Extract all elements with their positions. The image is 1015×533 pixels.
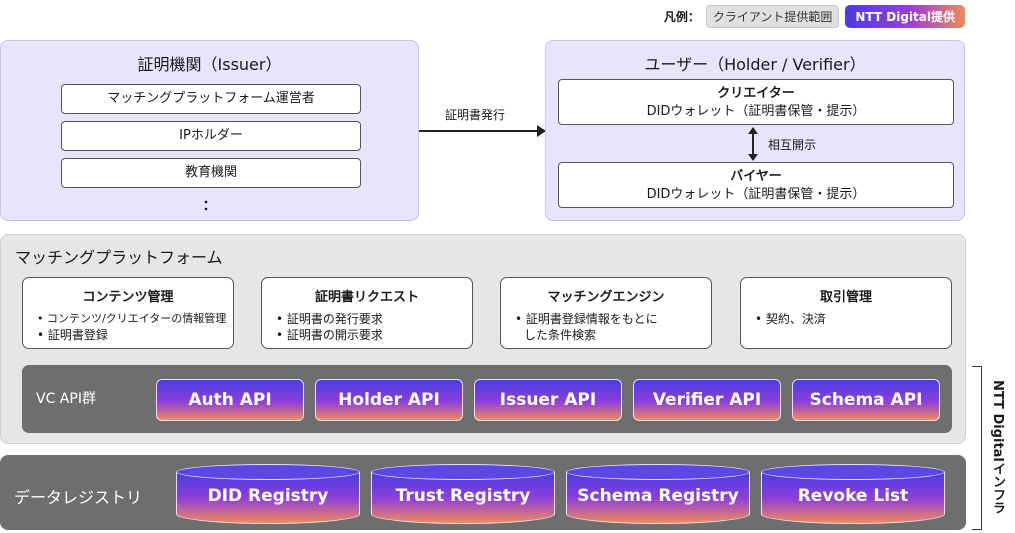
cylinder-top xyxy=(761,464,945,480)
feature-item: 証明書登録 xyxy=(37,327,233,343)
vc-api-label: VC API群 xyxy=(36,391,96,407)
issuer-item: マッチングプラットフォーム運営者 xyxy=(61,84,361,114)
platform-title: マッチングプラットフォーム xyxy=(15,248,223,267)
legend-ntt-provided: NTT Digital提供 xyxy=(845,5,965,28)
cylinder-top xyxy=(176,464,360,480)
cylinder-body xyxy=(566,472,750,524)
feature-content-management: コンテンツ管理 コンテンツ/クリエイターの情報管理 証明書登録 xyxy=(22,277,234,349)
issuer-ellipsis: ： xyxy=(202,198,217,214)
issuer-item: IPホルダー xyxy=(61,121,361,151)
feature-transaction-management: 取引管理 契約、決済 xyxy=(740,277,952,349)
registry-label: データレジストリ xyxy=(14,488,143,507)
feature-matching-engine: マッチングエンジン 証明書登録情報をもとに した条件検索 xyxy=(500,277,712,349)
user-panel: ユーザー（Holder / Verifier） クリエイター DIDウォレット（… xyxy=(545,40,965,221)
registry-name: Schema Registry xyxy=(577,486,739,506)
feature-item: 契約、決済 xyxy=(755,311,951,327)
feature-item: コンテンツ/クリエイターの情報管理 xyxy=(37,311,233,327)
creator-wallet: DIDウォレット（証明書保管・提示） xyxy=(646,104,866,119)
cylinder-body xyxy=(761,472,945,524)
feature-item: 証明書の開示要求 xyxy=(276,327,472,343)
buyer-wallet: DIDウォレット（証明書保管・提示） xyxy=(646,187,866,202)
buyer-title: バイヤー xyxy=(730,169,782,184)
registry-name: Trust Registry xyxy=(395,486,531,506)
creator-box: クリエイター DIDウォレット（証明書保管・提示） xyxy=(558,79,954,125)
feature-title: 証明書リクエスト xyxy=(314,290,419,305)
issuer-panel: 証明機関（Issuer） マッチングプラットフォーム運営者 IPホルダー 教育機… xyxy=(0,40,419,221)
feature-item: した条件検索 xyxy=(524,328,597,342)
api-schema: Schema API xyxy=(792,379,940,421)
mutual-disclosure-arrow xyxy=(748,127,758,161)
feature-item: 証明書登録情報をもとに xyxy=(515,311,711,327)
infra-bracket xyxy=(972,366,982,530)
user-title: ユーザー（Holder / Verifier） xyxy=(644,55,866,74)
infra-label: NTT Digitalインフラ xyxy=(990,380,1005,514)
api-auth: Auth API xyxy=(156,379,304,421)
mutual-disclosure-label: 相互開示 xyxy=(768,138,817,152)
feature-title: マッチングエンジン xyxy=(547,290,665,305)
api-holder: Holder API xyxy=(315,379,463,421)
registry-did: DID Registry xyxy=(176,464,360,524)
registry-name: Revoke List xyxy=(797,486,909,506)
cylinder-top xyxy=(371,464,555,480)
api-issuer: Issuer API xyxy=(474,379,622,421)
registry-name: DID Registry xyxy=(207,486,329,506)
cylinder-top xyxy=(566,464,750,480)
feature-certificate-request: 証明書リクエスト 証明書の発行要求 証明書の開示要求 xyxy=(261,277,473,349)
legend-title: 凡例： xyxy=(663,10,700,24)
issuance-label: 証明書発行 xyxy=(445,108,506,122)
issuance-arrow xyxy=(419,125,546,137)
issuer-item: 教育機関 xyxy=(61,158,361,188)
feature-title: コンテンツ管理 xyxy=(82,290,174,305)
api-verifier: Verifier API xyxy=(633,379,781,421)
data-registry: データレジストリ DID Registry Trust Registry Sch… xyxy=(0,455,966,530)
registry-revoke: Revoke List xyxy=(761,464,945,524)
registry-trust: Trust Registry xyxy=(371,464,555,524)
registry-schema: Schema Registry xyxy=(566,464,750,524)
matching-platform: マッチングプラットフォーム コンテンツ管理 コンテンツ/クリエイターの情報管理 … xyxy=(0,234,966,444)
legend: 凡例： クライアント提供範囲 NTT Digital提供 xyxy=(664,5,965,28)
feature-title: 取引管理 xyxy=(819,290,872,305)
issuer-title: 証明機関（Issuer） xyxy=(137,55,282,74)
creator-title: クリエイター xyxy=(717,86,795,101)
feature-item: 証明書の発行要求 xyxy=(276,311,472,327)
vc-api-group: VC API群 Auth API Holder API Issuer API V… xyxy=(22,365,952,433)
legend-client-scope: クライアント提供範囲 xyxy=(705,5,840,28)
buyer-box: バイヤー DIDウォレット（証明書保管・提示） xyxy=(558,162,954,208)
